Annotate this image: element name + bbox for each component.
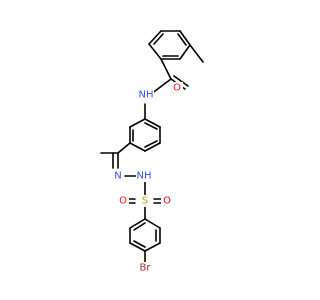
nitrogen-label: N	[114, 171, 121, 182]
oxygen-label: O	[119, 196, 127, 207]
molecule-structure-diagram: O NH N NH S O O Br	[100, 30, 204, 274]
bond	[144, 242, 161, 252]
bond	[133, 222, 146, 231]
bond	[148, 43, 162, 60]
bond	[160, 58, 172, 80]
atom-label-N-imine: N	[112, 170, 124, 182]
bond	[150, 78, 172, 95]
bond	[179, 30, 191, 46]
atom-label-O1: O	[171, 82, 183, 94]
bond	[144, 142, 161, 152]
atom-label-NH-hydrazine: NH	[136, 170, 152, 182]
bond	[177, 33, 187, 46]
sulfur-label: S	[142, 196, 148, 207]
nitrogen-label: NH	[137, 171, 152, 182]
atom-label-NH-amide: NH	[138, 89, 154, 101]
atom-label-O3: O	[161, 195, 173, 207]
oxygen-label: O	[163, 196, 171, 207]
bond	[144, 218, 161, 229]
bond	[144, 118, 161, 128]
atom-labels: O NH N NH S O O Br	[112, 82, 183, 274]
nitrogen-label: NH	[139, 90, 154, 101]
atom-label-S: S	[139, 195, 151, 207]
bond	[173, 75, 189, 87]
bond	[189, 44, 204, 63]
bond	[129, 142, 146, 152]
bond	[179, 44, 191, 60]
bond	[129, 218, 146, 229]
bond	[144, 122, 158, 130]
bond	[129, 242, 146, 252]
bond	[153, 33, 164, 45]
bond	[144, 140, 158, 148]
bond	[148, 30, 162, 45]
bromine-label: Br	[140, 263, 152, 274]
atom-label-O2: O	[117, 195, 129, 207]
atom-label-Br: Br	[136, 262, 154, 274]
oxygen-label: O	[173, 83, 181, 94]
bond	[133, 240, 146, 248]
bond	[129, 118, 146, 128]
bond	[117, 142, 131, 154]
bond-lines	[100, 30, 204, 265]
